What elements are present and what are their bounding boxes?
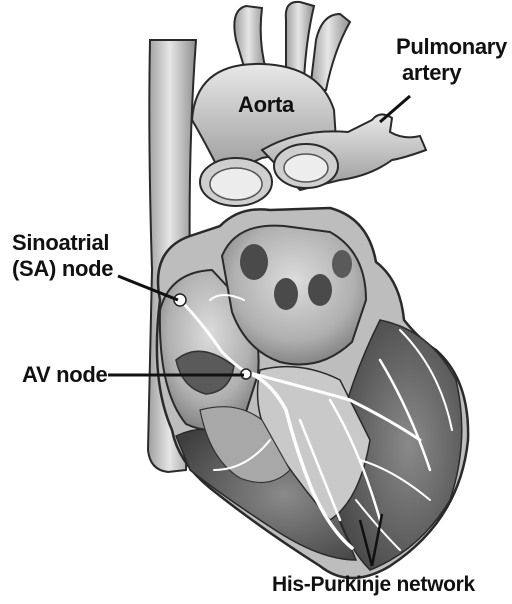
sa-node-label: Sinoatrial (SA) node (12, 230, 113, 282)
pulmonary-artery-label-line1: Pulmonary (396, 34, 507, 60)
his-purkinje-label: His-Purkinje network (272, 572, 475, 598)
pulmonary-artery-label: Pulmonary artery (396, 34, 507, 86)
pulmonary-artery-label-line2: artery (396, 60, 507, 86)
pulmonary-leader-line (380, 96, 410, 122)
av-node-label: AV node (22, 362, 108, 388)
aorta-label: Aorta (238, 92, 294, 118)
sa-node-label-line1: Sinoatrial (12, 230, 113, 256)
sa-node-label-line2: (SA) node (12, 256, 113, 282)
